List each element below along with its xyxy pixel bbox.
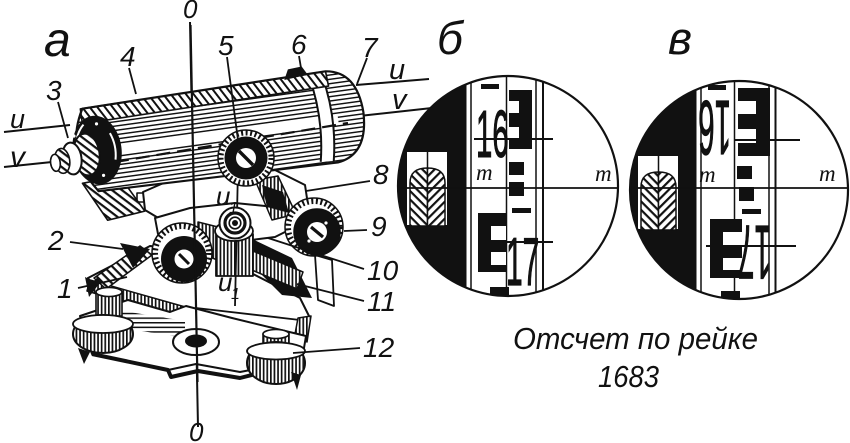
svg-text:17: 17 [506, 226, 539, 301]
svg-text:u: u [216, 181, 230, 211]
svg-text:11: 11 [367, 286, 396, 317]
svg-text:2: 2 [47, 225, 64, 256]
svg-text:v: v [10, 141, 27, 174]
svg-text:1: 1 [231, 286, 240, 303]
svg-text:v: v [392, 84, 408, 116]
svg-text:12: 12 [363, 332, 395, 363]
svg-text:m: m [699, 162, 716, 187]
svg-text:16: 16 [698, 84, 731, 170]
svg-text:б: б [437, 12, 465, 64]
svg-text:0: 0 [189, 417, 204, 443]
svg-text:5: 5 [218, 30, 234, 61]
svg-text:8: 8 [373, 159, 389, 190]
svg-text:9: 9 [371, 211, 387, 242]
svg-text:1: 1 [229, 200, 238, 217]
svg-text:m: m [595, 161, 612, 186]
svg-text:1: 1 [57, 273, 73, 304]
svg-text:17: 17 [738, 209, 771, 293]
svg-text:m: m [476, 160, 493, 185]
svg-text:7: 7 [362, 32, 379, 63]
svg-text:0: 0 [183, 0, 198, 24]
svg-text:u: u [10, 104, 25, 134]
svg-text:6: 6 [291, 29, 307, 60]
svg-text:4: 4 [120, 41, 136, 72]
svg-text:m: m [819, 161, 836, 186]
svg-text:u: u [389, 54, 405, 86]
svg-text:u: u [218, 267, 232, 297]
svg-text:16: 16 [476, 96, 509, 171]
svg-text:1683: 1683 [598, 359, 659, 394]
svg-text:в: в [668, 12, 692, 64]
svg-text:а: а [44, 14, 71, 67]
svg-text:3: 3 [46, 75, 62, 106]
svg-text:10: 10 [367, 255, 399, 286]
svg-text:Отсчет по рейке: Отсчет по рейке [513, 321, 758, 356]
